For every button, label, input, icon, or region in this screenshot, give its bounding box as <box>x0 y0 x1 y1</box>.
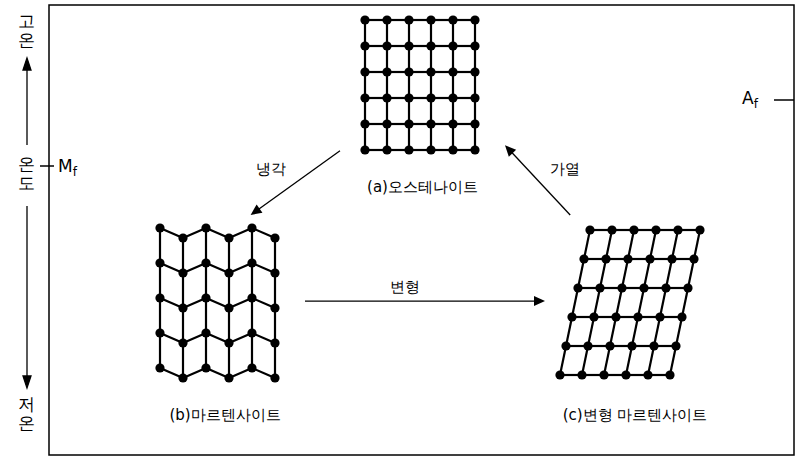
transition-arrow <box>305 296 545 306</box>
lattice-node: (a)오스테나이트 <box>340 12 505 197</box>
axis-label: 고온 <box>18 12 35 49</box>
axis-label: 저온 <box>18 395 35 432</box>
af-tick <box>774 99 794 101</box>
austenite-lattice <box>360 15 479 154</box>
transition-arrow <box>505 145 570 215</box>
lattice-node: (c)변형 마르텐사이트 <box>545 215 725 425</box>
transition-label: 냉각 <box>254 160 288 179</box>
temperature-mark: Af <box>742 88 758 111</box>
transition-label: 가열 <box>548 160 582 179</box>
temperature-mark: Mf <box>58 156 77 179</box>
martensite-lattice <box>155 223 279 382</box>
structure-label: (c)변형 마르텐사이트 <box>561 406 710 425</box>
frame <box>49 5 794 455</box>
deformed-martensite-lattice <box>555 225 704 379</box>
lattice-node: (b)마르텐사이트 <box>145 215 305 425</box>
temperature-axis <box>23 58 31 388</box>
transition-label: 변형 <box>388 278 422 297</box>
transition-arrow <box>251 151 340 215</box>
axis-label: 온도 <box>18 155 35 192</box>
mf-tick <box>40 165 54 167</box>
structure-label: (a)오스테나이트 <box>365 178 480 197</box>
structure-label: (b)마르텐사이트 <box>167 406 282 425</box>
